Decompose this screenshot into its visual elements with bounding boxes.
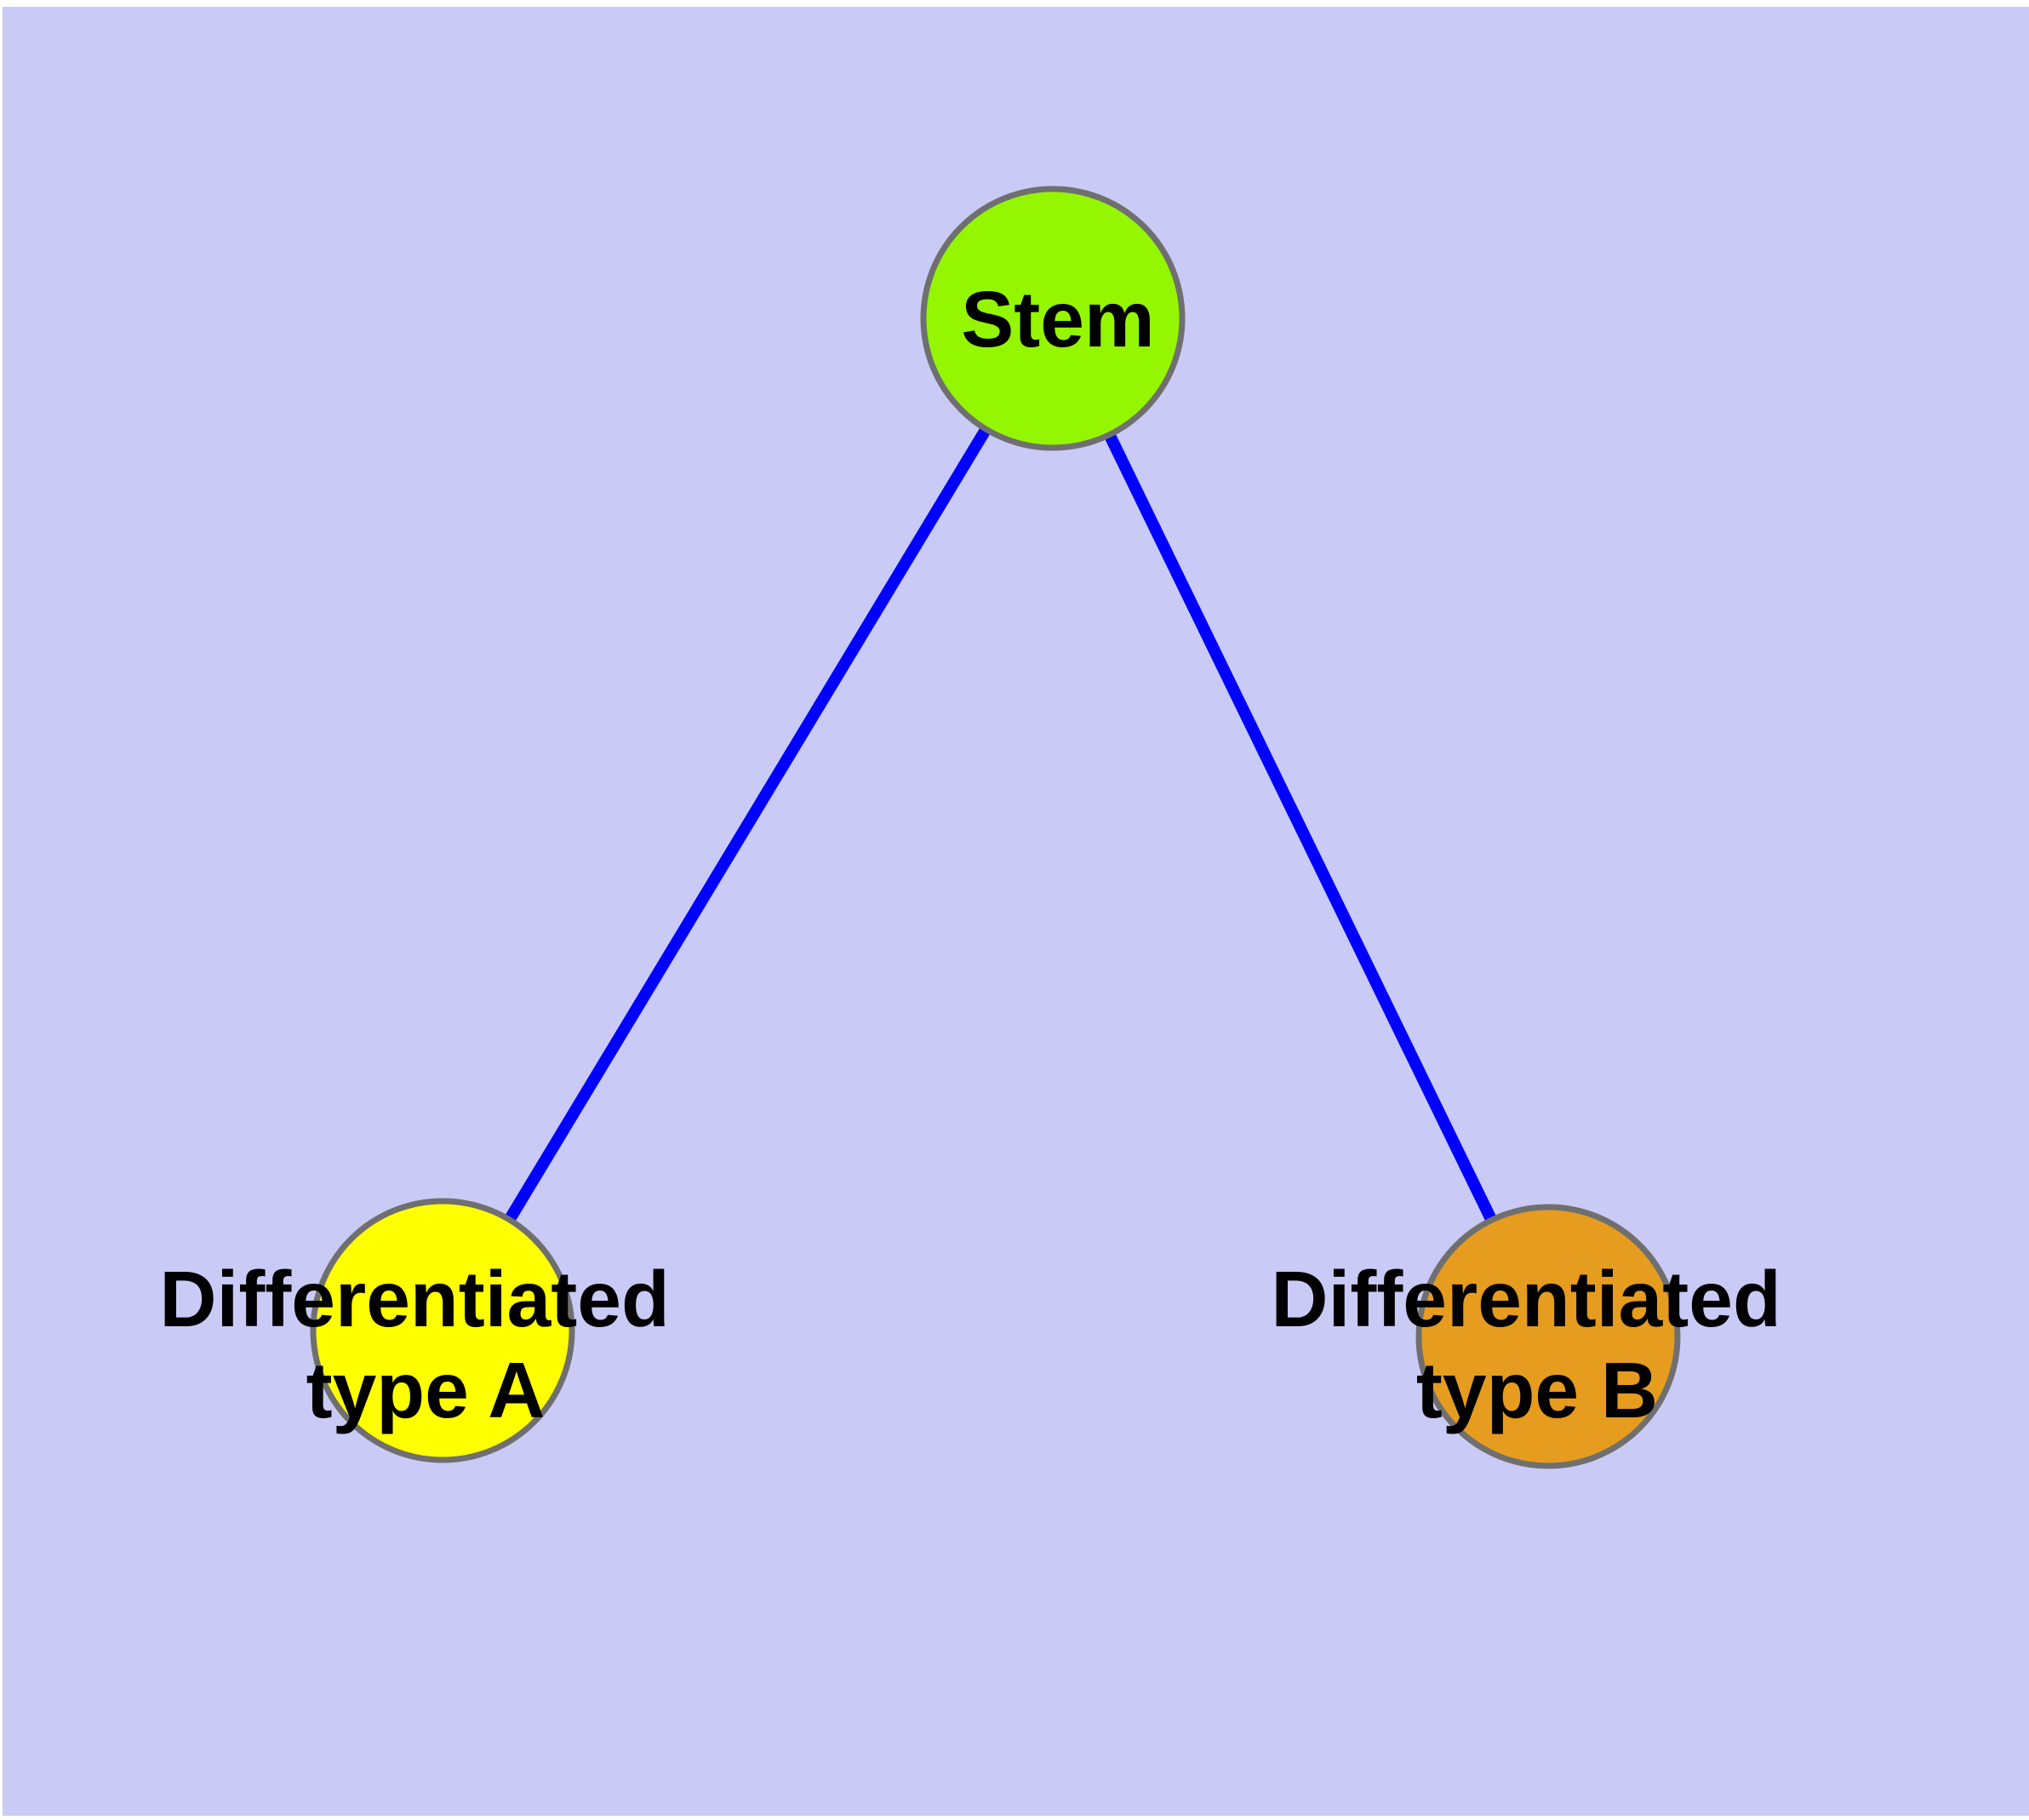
edge-stem-to-type-b — [1047, 315, 1554, 1340]
node-differentiated-type-b-circle — [1415, 1204, 1681, 1469]
node-differentiated-type-a-label-line1: Differentiated — [159, 1255, 669, 1343]
node-stem-circle — [920, 186, 1186, 451]
node-differentiated-type-b-label-line1: Differentiated — [1271, 1255, 1780, 1343]
node-differentiated-type-a-label-line2: type A — [306, 1346, 546, 1434]
node-differentiated-type-b-label-line2: type B — [1416, 1346, 1658, 1434]
node-differentiated-type-a-label: Differentiated type A — [159, 1255, 691, 1434]
node-differentiated-type-a-circle — [310, 1198, 575, 1463]
node-differentiated-type-b-label: Differentiated type B — [1271, 1255, 1803, 1434]
edge-stem-to-type-a — [437, 315, 1058, 1334]
node-stem-label-line: Stem — [961, 275, 1154, 363]
node-stem-label: Stem — [961, 275, 1154, 363]
